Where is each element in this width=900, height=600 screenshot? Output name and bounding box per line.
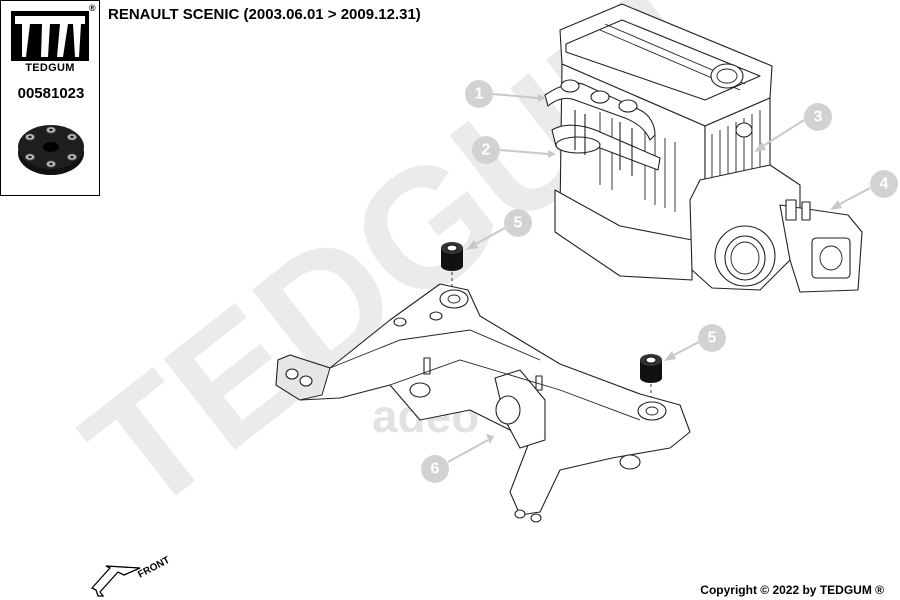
- callout-5-top: 5: [466, 209, 532, 250]
- part-info-box: ® TEDGUM 00581023: [0, 0, 100, 196]
- flex-coupling-thumbnail: [18, 125, 84, 175]
- brand-name: TEDGUM: [25, 62, 75, 74]
- svg-text:5: 5: [514, 215, 523, 232]
- svg-text:6: 6: [431, 461, 440, 478]
- svg-text:3: 3: [814, 109, 823, 126]
- svg-text:1: 1: [475, 86, 484, 103]
- front-label: FRONT: [136, 555, 172, 581]
- subframe: [275, 283, 691, 523]
- callout-4: 4: [830, 170, 898, 210]
- tedgum-logo: [11, 11, 89, 61]
- callout-2: 2: [472, 136, 556, 164]
- svg-text:4: 4: [880, 176, 889, 193]
- callout-1: 1: [465, 80, 546, 108]
- copyright-notice: Copyright © 2022 by TEDGUM ®: [700, 583, 884, 597]
- callout-6: 6: [421, 434, 494, 483]
- svg-text:5: 5: [708, 330, 717, 347]
- callout-5-bottom: 5: [664, 324, 726, 361]
- front-direction-arrow: FRONT: [90, 555, 172, 597]
- mount-bushing-bottom: [640, 354, 662, 404]
- vehicle-title: RENAULT SCENIC (2003.06.01 > 2009.12.31): [108, 6, 421, 23]
- part-number: 00581023: [17, 85, 85, 102]
- callout-3: 3: [754, 103, 832, 152]
- svg-text:2: 2: [482, 142, 491, 159]
- mount-bushing-top: [441, 242, 463, 292]
- engine-assembly: [544, 3, 863, 293]
- registered-mark: ®: [89, 3, 96, 13]
